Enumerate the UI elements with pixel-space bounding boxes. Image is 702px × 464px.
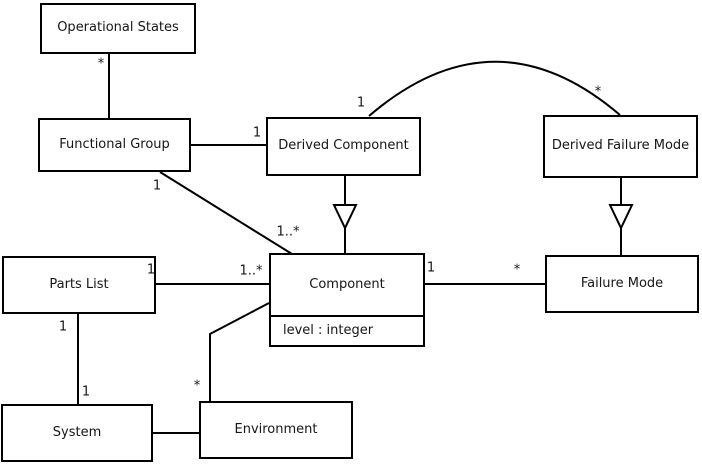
multiplicity-label: *	[193, 378, 201, 394]
association-derived-component-derived-failure-mode-arc[interactable]	[368, 60, 621, 117]
class-name: System	[52, 424, 102, 440]
class-system[interactable]: System	[1, 404, 153, 462]
multiplicity-label: 1	[356, 95, 366, 111]
class-name: Functional Group	[59, 136, 170, 152]
multiplicity-label: *	[513, 262, 521, 278]
multiplicity-label: 1..*	[276, 224, 300, 240]
multiplicity-label: 1	[58, 319, 68, 335]
class-failure-mode[interactable]: Failure Mode	[545, 255, 699, 313]
class-name-compartment: Component	[271, 255, 423, 315]
attribute-level: level : integer	[283, 322, 374, 338]
multiplicity-label: *	[594, 84, 602, 100]
multiplicity-label: *	[97, 56, 105, 72]
multiplicity-label: 1	[426, 260, 436, 276]
multiplicity-label: 1	[252, 125, 262, 141]
association-functional-group-component[interactable]	[159, 171, 293, 255]
multiplicity-label: 1..*	[239, 263, 263, 279]
class-component[interactable]: Component level : integer	[269, 253, 425, 347]
multiplicity-label: 1	[81, 384, 91, 400]
class-attribute-compartment: level : integer	[271, 315, 423, 345]
class-parts-list[interactable]: Parts List	[2, 256, 156, 314]
multiplicity-label: 1	[152, 178, 162, 194]
class-environment[interactable]: Environment	[199, 401, 353, 459]
class-name: Derived Failure Mode	[551, 138, 690, 154]
class-operational-states[interactable]: Operational States	[40, 3, 196, 54]
class-name: Parts List	[49, 276, 109, 292]
class-derived-component[interactable]: Derived Component	[266, 117, 421, 176]
generalization-triangle-icon	[608, 204, 634, 231]
class-name: Component	[309, 276, 385, 292]
class-derived-failure-mode[interactable]: Derived Failure Mode	[543, 115, 698, 178]
multiplicity-label: 1	[146, 262, 156, 278]
class-functional-group[interactable]: Functional Group	[38, 118, 191, 172]
class-name: Operational States	[57, 20, 179, 36]
class-name: Derived Component	[278, 138, 409, 154]
class-name: Failure Mode	[580, 275, 664, 291]
class-name: Environment	[234, 421, 318, 437]
generalization-triangle-icon	[332, 204, 358, 231]
association-environment-component[interactable]	[209, 302, 270, 401]
